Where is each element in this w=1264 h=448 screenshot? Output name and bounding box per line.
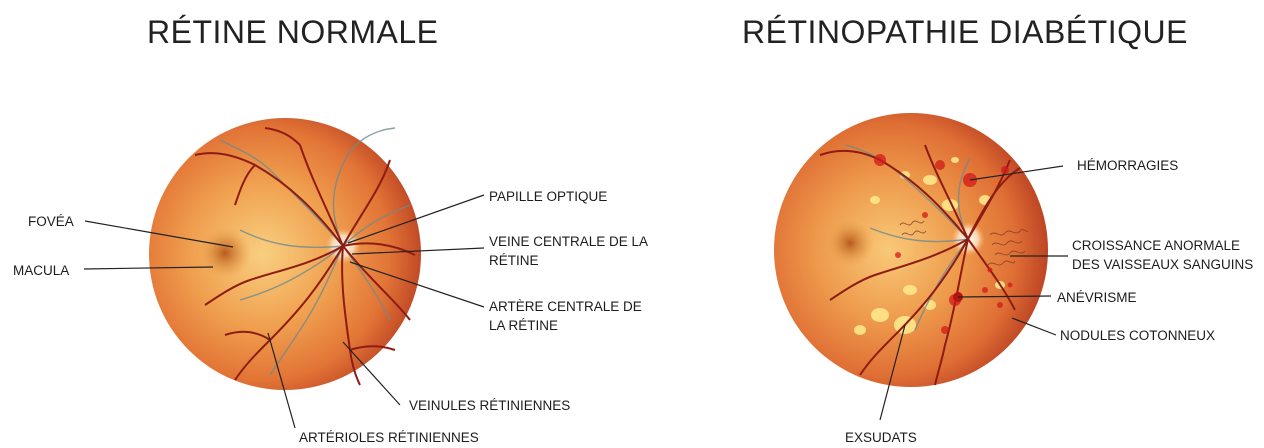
label-artere-centrale: ARTÈRE CENTRALE DE LA RÉTINE bbox=[489, 297, 642, 335]
label-artere-line1: ARTÈRE CENTRALE DE bbox=[489, 299, 642, 314]
diabetic-retina bbox=[774, 113, 1068, 420]
normal-retina-disc bbox=[149, 118, 421, 390]
label-croissance-anormale: CROISSANCE ANORMALE DES VAISSEAUX SANGUI… bbox=[1072, 236, 1253, 274]
label-veine-centrale: VEINE CENTRALE DE LA RÉTINE bbox=[489, 232, 648, 270]
fovea-spot bbox=[199, 227, 251, 279]
label-anevrisme: ANÉVRISME bbox=[1057, 288, 1137, 307]
label-arterioles: ARTÉRIOLES RÉTINIENNES bbox=[299, 428, 479, 447]
label-macula: MACULA bbox=[13, 261, 69, 280]
normal-retina bbox=[84, 118, 484, 428]
label-croissance-line1: CROISSANCE ANORMALE bbox=[1072, 238, 1240, 253]
label-exsudats: EXSUDATS bbox=[845, 428, 917, 447]
label-veine-line1: VEINE CENTRALE DE LA bbox=[489, 234, 648, 249]
label-papille-optique: PAPILLE OPTIQUE bbox=[489, 187, 607, 206]
label-nodules-cotonneux: NODULES COTONNEUX bbox=[1060, 326, 1215, 345]
label-veinules: VEINULES RÉTINIENNES bbox=[409, 396, 570, 415]
diabetic-fovea-spot bbox=[826, 219, 874, 267]
diabetic-retina-disc bbox=[774, 113, 1048, 387]
label-veine-line2: RÉTINE bbox=[489, 253, 539, 268]
label-fovea: FOVÉA bbox=[28, 212, 74, 231]
label-artere-line2: LA RÉTINE bbox=[489, 318, 558, 333]
label-croissance-line2: DES VAISSEAUX SANGUINS bbox=[1072, 257, 1253, 272]
label-hemorragies: HÉMORRAGIES bbox=[1077, 156, 1178, 175]
